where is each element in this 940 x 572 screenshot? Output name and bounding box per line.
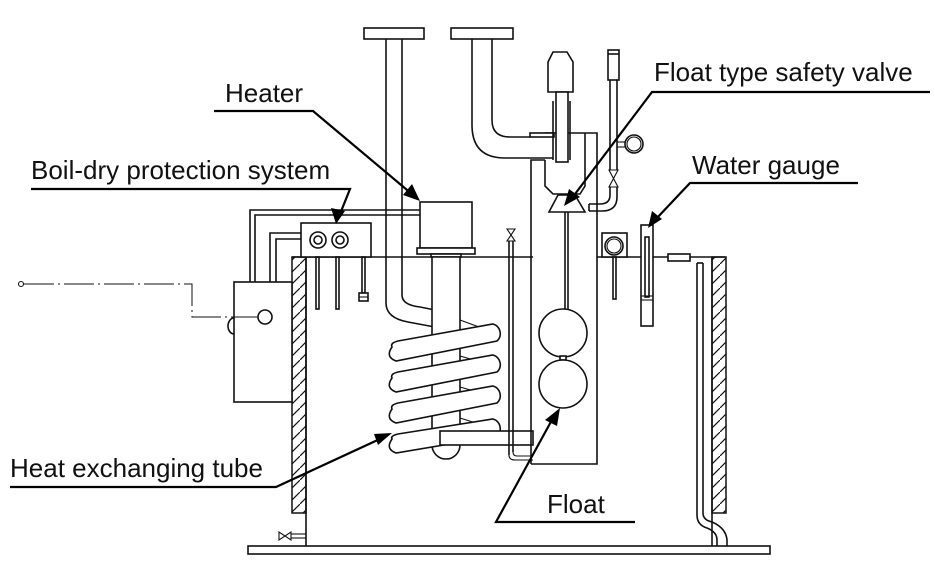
- boil-dry-box: [300, 222, 372, 310]
- float-balls: [538, 308, 588, 409]
- wiring: [249, 209, 420, 282]
- right-insulation: [711, 256, 727, 514]
- label-water-gauge-text: Water gauge: [692, 150, 840, 180]
- water-gauge: [640, 224, 654, 327]
- float-column: [529, 132, 598, 465]
- base-plate: [247, 545, 771, 555]
- label-float-text: Float: [547, 489, 606, 519]
- steam-elbow-pipe: [450, 27, 553, 159]
- label-float-valve: Float type safety valve: [564, 57, 930, 206]
- pressure-valve-icon: [608, 169, 619, 188]
- vent-valve-icon: [505, 228, 533, 461]
- steam-outlet-pipe: [363, 27, 441, 329]
- thermometer-gauge: [601, 232, 628, 300]
- safety-valve-head: [544, 51, 587, 315]
- pressure-gauge-line: [588, 49, 644, 212]
- tank: [291, 256, 727, 546]
- heat-exchanging-coil: [388, 319, 534, 454]
- label-heat-tube: Heat exchanging tube: [10, 433, 392, 489]
- drain-valve-icon: [278, 530, 306, 542]
- label-boil-dry-text: Boil-dry protection system: [31, 155, 330, 185]
- label-float: Float: [494, 408, 635, 524]
- label-heat-tube-text: Heat exchanging tube: [10, 453, 263, 483]
- label-water-gauge: Water gauge: [648, 150, 858, 228]
- label-heater: Heater: [214, 78, 420, 201]
- label-heater-text: Heater: [225, 78, 303, 108]
- control-box: [17, 280, 293, 403]
- label-boil-dry: Boil-dry protection system: [31, 155, 352, 224]
- overflow-pipe: [667, 253, 728, 546]
- label-float-valve-text: Float type safety valve: [654, 57, 913, 87]
